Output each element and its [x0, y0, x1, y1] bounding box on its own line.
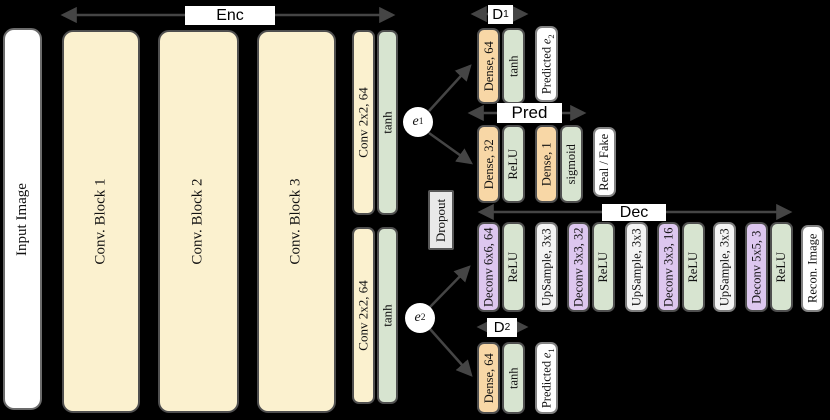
d1-label-main: D: [492, 6, 504, 23]
e2-to-dec-arrow: [429, 265, 471, 308]
dec-deconv1-label: Deconv 6x6, 64: [481, 227, 496, 307]
dec-relu3-label: ReLU: [686, 251, 701, 283]
e2-var: e: [414, 310, 421, 325]
dec-output-block: Recon. Image: [801, 225, 824, 312]
tanh-bottom-label: tanh: [380, 304, 396, 327]
conv-block-2-label: Conv. Block 2: [190, 178, 206, 265]
pred-output-label: Real / Fake: [597, 133, 612, 191]
d2-label-main: D: [493, 319, 505, 336]
pred-relu-label: ReLU: [506, 148, 521, 180]
dec-upsample3-label: UpSample, 3x3: [717, 228, 732, 306]
dec-deconv4-label: Deconv 5x5, 3: [749, 230, 764, 304]
d1-dense-label: Dense, 64: [481, 41, 496, 91]
dec-upsample3-block: UpSample, 3x3: [713, 222, 736, 312]
pred-section-label: Pred: [497, 103, 562, 123]
e1-to-pred-arrow: [428, 131, 473, 165]
d2-dense-block: Dense, 64: [477, 342, 500, 414]
d2-output-block: Predicted e1: [535, 342, 558, 414]
conv-block-3-label: Conv. Block 3: [288, 178, 304, 265]
dec-deconv3-label: Deconv 3x3, 16: [661, 227, 676, 307]
pred-section-label-text: Pred: [511, 103, 548, 122]
pred-dense1-block: Dense, 32: [477, 125, 500, 203]
dec-output-label: Recon. Image: [805, 233, 820, 304]
pred-relu-block: ReLU: [502, 125, 525, 203]
conv2x2-top-label: Conv 2x2, 64: [356, 87, 372, 158]
e2-to-d2-arrow: [429, 328, 473, 377]
d2-output-prefix: Predicted: [539, 360, 554, 408]
dec-deconv2-block: Deconv 3x3, 32: [567, 222, 590, 312]
d1-dense-block: Dense, 64: [477, 28, 500, 104]
conv2x2-bottom-block: Conv 2x2, 64: [352, 227, 375, 404]
d1-tanh-label: tanh: [506, 55, 521, 77]
conv-block-1: Conv. Block 1: [62, 30, 140, 413]
dec-relu2-block: ReLU: [592, 222, 615, 312]
e1-var: e: [412, 114, 419, 129]
dec-deconv3-block: Deconv 3x3, 16: [657, 222, 680, 312]
pred-dense1-label: Dense, 32: [481, 139, 496, 189]
dec-relu2-label: ReLU: [596, 251, 611, 283]
d1-output-block: Predicted e2: [535, 26, 558, 102]
dec-relu3-block: ReLU: [682, 222, 705, 312]
pred-sigmoid-label: sigmoid: [564, 143, 579, 185]
input-image-label: Input Image: [14, 182, 31, 256]
conv-block-1-label: Conv. Block 1: [92, 178, 109, 265]
dec-deconv1-block: Deconv 6x6, 64: [477, 222, 500, 312]
d2-output-sub: 1: [545, 348, 556, 353]
d1-output-prefix: Predicted: [539, 46, 554, 94]
dec-relu1-block: ReLU: [502, 222, 525, 312]
d1-output-label: Predicted e2: [539, 34, 556, 94]
conv-block-3: Conv. Block 3: [257, 30, 336, 413]
dec-upsample2-label: UpSample, 3x3: [629, 228, 644, 306]
tanh-top-label: tanh: [380, 111, 396, 134]
enc-section-label: Enc: [185, 6, 275, 25]
input-image-block: Input Image: [3, 28, 42, 410]
dec-deconv4-block: Deconv 5x5, 3: [745, 222, 768, 312]
dropout-label: Dropout: [433, 198, 449, 242]
e1-to-d1-arrow: [428, 64, 472, 112]
dec-section-label: Dec: [602, 204, 666, 221]
pred-dense2-block: Dense, 1: [535, 125, 558, 203]
pred-sigmoid-block: sigmoid: [560, 125, 583, 203]
conv-block-2: Conv. Block 2: [158, 30, 239, 413]
pred-dense2-label: Dense, 1: [539, 142, 554, 186]
d1-output-sub: 2: [545, 34, 556, 39]
d2-tanh-block: tanh: [502, 342, 525, 414]
d2-output-var: e: [539, 352, 554, 358]
dec-relu1-label: ReLU: [506, 251, 521, 283]
dec-upsample2-block: UpSample, 3x3: [625, 222, 648, 312]
dec-relu4-label: ReLU: [774, 251, 789, 283]
d2-tanh-label: tanh: [506, 367, 521, 389]
d1-output-var: e: [539, 38, 554, 44]
d2-dense-label: Dense, 64: [481, 353, 496, 403]
dropout-block: Dropout: [428, 190, 454, 250]
dec-upsample1-label: UpSample, 3x3: [539, 228, 554, 306]
pred-output-block: Real / Fake: [593, 127, 616, 197]
tanh-top-block: tanh: [377, 30, 398, 215]
dec-deconv2-label: Deconv 3x3, 32: [571, 227, 586, 307]
dec-relu4-block: ReLU: [770, 222, 793, 312]
d1-tanh-block: tanh: [502, 28, 525, 104]
tanh-bottom-block: tanh: [377, 227, 398, 404]
conv2x2-bottom-label: Conv 2x2, 64: [356, 280, 372, 351]
dec-upsample1-block: UpSample, 3x3: [535, 222, 558, 312]
conv2x2-top-block: Conv 2x2, 64: [352, 30, 375, 215]
enc-section-label-text: Enc: [216, 6, 244, 24]
dec-section-label-text: Dec: [619, 203, 649, 221]
d2-output-label: Predicted e1: [539, 348, 556, 408]
